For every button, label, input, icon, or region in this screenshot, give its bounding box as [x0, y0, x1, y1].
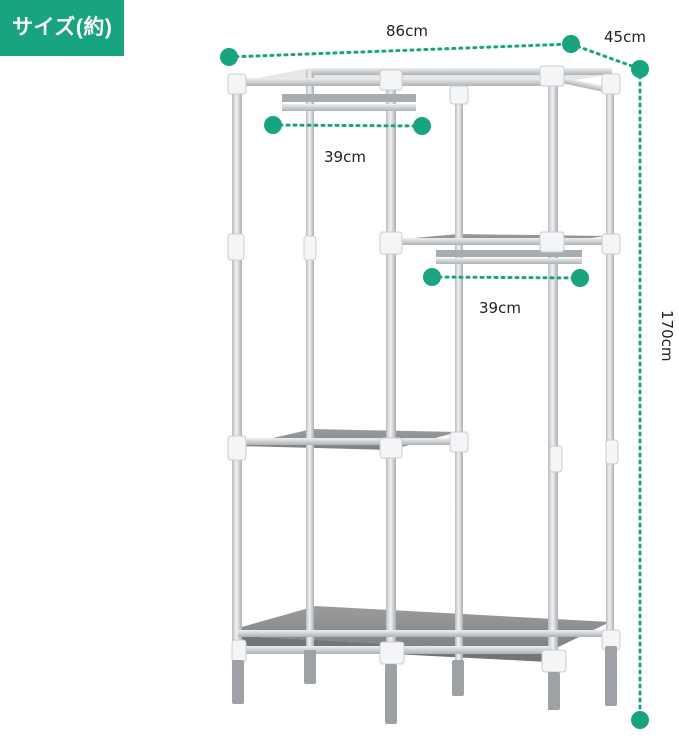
height-dimension: 170cm — [631, 67, 676, 729]
depth-label: 45cm — [604, 28, 646, 46]
hanging-rods — [282, 94, 582, 264]
middle-rod-label: 39cm — [479, 299, 521, 317]
upper-rod-dimension: 39cm — [264, 116, 431, 166]
height-label: 170cm — [658, 310, 676, 362]
bottom-shelf — [238, 606, 610, 652]
middle-rod-dimension: 39cm — [423, 268, 589, 317]
dimension-endpoint-dot — [423, 268, 441, 286]
size-badge: サイズ(約) — [0, 0, 124, 56]
dimension-endpoint-dot — [413, 117, 431, 135]
front-poles — [232, 80, 558, 720]
upper-rod-label: 39cm — [324, 148, 366, 166]
width-label: 86cm — [386, 22, 428, 40]
width-dimension: 86cm — [220, 22, 580, 66]
feet — [232, 646, 617, 724]
dimension-endpoint-dot — [631, 711, 649, 729]
dimension-endpoint-dot — [220, 48, 238, 66]
dimension-endpoint-dot — [264, 116, 282, 134]
connector-joints — [227, 65, 621, 673]
back-poles — [306, 70, 614, 700]
dimension-endpoint-dot — [571, 269, 589, 287]
